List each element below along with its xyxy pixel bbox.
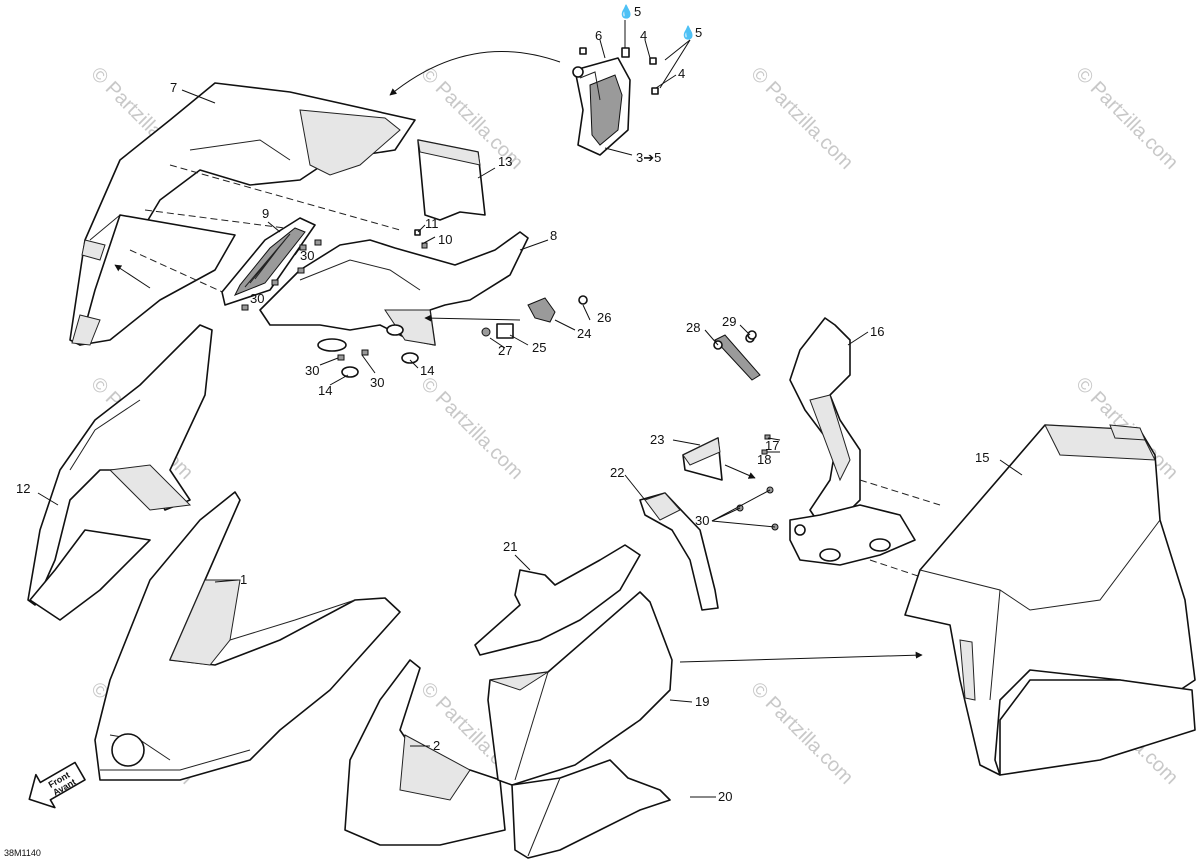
- callout-labels: 7 13 8 9 30 30 11 10 30 30 14 14 6 4 4 💧…: [16, 4, 989, 804]
- callout-26: 26: [597, 310, 611, 325]
- callout-29: 29: [722, 314, 736, 329]
- watermark: © Partzilla.com: [1071, 63, 1182, 174]
- callout-19: 19: [695, 694, 709, 709]
- callout-4a: 4: [640, 28, 647, 43]
- callout-20: 20: [718, 789, 732, 804]
- part-9-vent-grille: [221, 217, 316, 306]
- assembly-arrows: [389, 51, 923, 663]
- callout-3: 3➔5: [636, 150, 661, 165]
- callout-8: 8: [550, 228, 557, 243]
- callout-4b: 4: [678, 66, 685, 81]
- callout-24: 24: [577, 326, 591, 341]
- drop-icon: 💧: [618, 4, 634, 19]
- callout-18: 18: [757, 452, 771, 467]
- callout-12: 12: [16, 481, 30, 496]
- callout-5a: 5: [634, 4, 641, 19]
- callout-22: 22: [610, 465, 624, 480]
- part-8-side-panel: [259, 231, 529, 352]
- callout-5b: 5: [695, 25, 702, 40]
- leader-lines: [37, 20, 1023, 798]
- callout-28: 28: [686, 320, 700, 335]
- callout-6: 6: [595, 28, 602, 43]
- callout-9: 9: [262, 206, 269, 221]
- drawing-code: 38M1140: [4, 848, 41, 858]
- part-2-lower-trim: [344, 659, 506, 846]
- part-1-front-nose: [94, 491, 401, 781]
- front-direction-arrow: Front Avant: [28, 761, 86, 809]
- part-3-bracket-assembly: [572, 47, 659, 156]
- callout-30e: 30: [695, 513, 709, 528]
- callout-17: 17: [765, 438, 779, 453]
- callout-14a: 14: [318, 383, 332, 398]
- callout-30d: 30: [370, 375, 384, 390]
- part-22-strip: [639, 492, 719, 611]
- callout-2: 2: [433, 738, 440, 753]
- callout-16: 16: [870, 324, 884, 339]
- callout-1: 1: [240, 572, 247, 587]
- drop-icon: 💧: [680, 25, 696, 40]
- part-19-side-panel: [487, 591, 673, 786]
- part-16-bracket: [789, 317, 941, 581]
- part-13-panel: [417, 139, 486, 221]
- callout-30c: 30: [305, 363, 319, 378]
- part-20-lower-panel: [511, 759, 671, 859]
- callout-30a: 30: [300, 248, 314, 263]
- callout-11: 11: [425, 216, 439, 231]
- callout-7: 7: [170, 80, 177, 95]
- part-23-block: [682, 437, 723, 481]
- callout-10: 10: [438, 232, 452, 247]
- part-7-upper-panel: [69, 82, 416, 346]
- part-12-side-trim: [27, 324, 213, 621]
- watermark: © Partzilla.com: [746, 63, 857, 174]
- callout-27: 27: [498, 343, 512, 358]
- callout-21: 21: [503, 539, 517, 554]
- watermark: © Partzilla.com: [746, 678, 857, 789]
- part-21-panel: [474, 544, 641, 656]
- callout-30b: 30: [250, 291, 264, 306]
- part-15-side-fairing: [904, 424, 1196, 776]
- watermark: © Partzilla.com: [416, 373, 527, 484]
- callout-13: 13: [498, 154, 512, 169]
- part-28-arm: [713, 333, 761, 381]
- callout-14b: 14: [420, 363, 434, 378]
- callout-23: 23: [650, 432, 664, 447]
- fasteners: [241, 229, 779, 531]
- callout-15: 15: [975, 450, 989, 465]
- callout-25: 25: [532, 340, 546, 355]
